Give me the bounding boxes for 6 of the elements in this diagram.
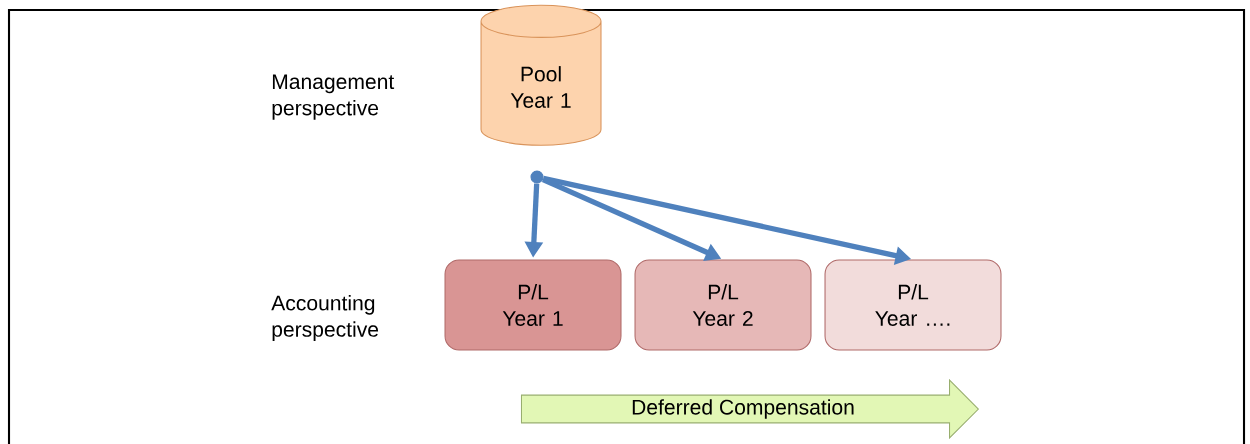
- process-box: P/L Year 2: [634, 259, 812, 351]
- row-label: Accounting perspective: [271, 295, 379, 341]
- process-box: P/L Year ….: [824, 259, 1002, 351]
- database-cylinder: Pool Year 1: [480, 4, 602, 146]
- process-box: P/L Year 1: [444, 259, 622, 351]
- row-label: Management perspective: [272, 74, 395, 120]
